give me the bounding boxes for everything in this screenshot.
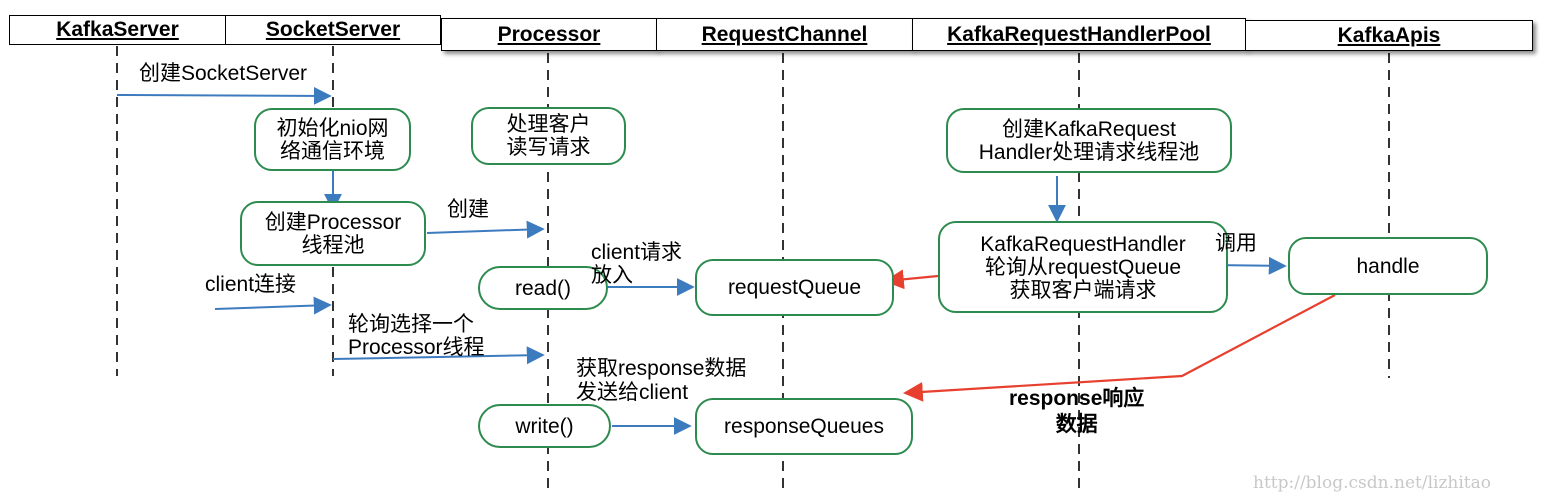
arrow-response-to-queues (903, 294, 1336, 402)
arrow-poll-select (332, 346, 545, 365)
node-init-nio: 初始化nio网 络通信环境 (254, 108, 411, 171)
header-request-channel: RequestChannel (656, 18, 913, 51)
label-create: 创建 (447, 198, 489, 221)
node-process-rw: 处理客户 读写请求 (471, 107, 626, 165)
header-kafka-apis: KafkaApis (1245, 20, 1533, 51)
node-write: write() (478, 404, 611, 448)
arrow-handler-to-request-queue (884, 269, 939, 290)
watermark: http://blog.csdn.net/lizhitao (1253, 473, 1491, 493)
label-client-connect: client连接 (205, 273, 297, 296)
arrow-create-processor (426, 220, 545, 239)
header-socket-server: SocketServer (225, 15, 441, 45)
arrow-create-socket-server (116, 86, 332, 105)
label-create-socket-server: 创建SocketServer (139, 62, 308, 85)
label-response-data: response响应 数据 (1009, 387, 1145, 436)
node-create-handler-pool: 创建KafkaRequest Handler处理请求线程池 (946, 108, 1232, 173)
label-poll-select: 轮询选择一个 Processor线程 (348, 313, 485, 359)
node-handle: handle (1288, 237, 1488, 295)
header-processor: Processor (441, 18, 657, 51)
label-get-response-send: 获取response数据 发送给client (576, 357, 747, 404)
header-kafka-server: KafkaServer (9, 15, 226, 45)
node-request-queue: requestQueue (695, 259, 894, 316)
header-handler-pool: KafkaRequestHandlerPool (912, 18, 1246, 51)
label-client-request-put: client请求 放入 (591, 241, 683, 287)
node-create-processor-pool: 创建Processor 线程池 (240, 201, 426, 266)
node-response-queues: responseQueues (695, 398, 913, 455)
arrow-client-connect (214, 296, 332, 315)
label-invoke: 调用 (1215, 232, 1257, 255)
node-handler-poll: KafkaRequestHandler 轮询从requestQueue 获取客户… (938, 221, 1228, 313)
node-read: read() (478, 266, 608, 310)
